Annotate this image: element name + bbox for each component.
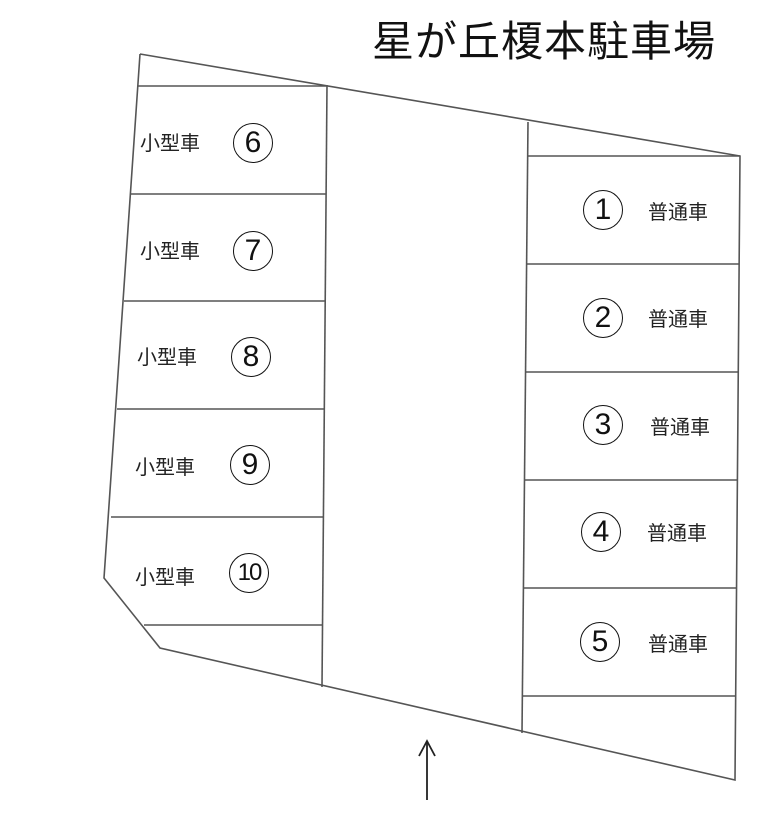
space-number-badge: 9 xyxy=(230,445,270,485)
space-type-label: 小型車 xyxy=(140,239,200,263)
space-number-badge: 3 xyxy=(583,405,623,445)
space-type-label: 普通車 xyxy=(650,415,710,439)
lot-boundary xyxy=(103,53,741,782)
space-number-badge: 5 xyxy=(580,622,620,662)
space-type-label: 普通車 xyxy=(648,200,708,224)
page-title: 星が丘榎本駐車場 xyxy=(372,17,717,66)
space-number-badge: 1 xyxy=(583,190,623,230)
space-type-label: 小型車 xyxy=(135,565,195,589)
space-number-badge: 7 xyxy=(233,231,273,271)
space-number-badge: 4 xyxy=(581,512,621,552)
right-block-edge xyxy=(521,121,529,734)
space-number-badge: 6 xyxy=(233,123,273,163)
space-type-label: 小型車 xyxy=(137,345,197,369)
space-number-badge: 8 xyxy=(231,337,271,377)
space-type-label: 普通車 xyxy=(648,632,708,656)
space-type-label: 普通車 xyxy=(647,521,707,545)
left-block-edge xyxy=(321,84,328,688)
space-number-badge: 10 xyxy=(229,553,269,593)
space-number-badge: 2 xyxy=(583,298,623,338)
space-type-label: 小型車 xyxy=(135,455,195,479)
space-type-label: 小型車 xyxy=(140,131,200,155)
up-arrow-icon xyxy=(418,739,436,800)
space-type-label: 普通車 xyxy=(648,307,708,331)
